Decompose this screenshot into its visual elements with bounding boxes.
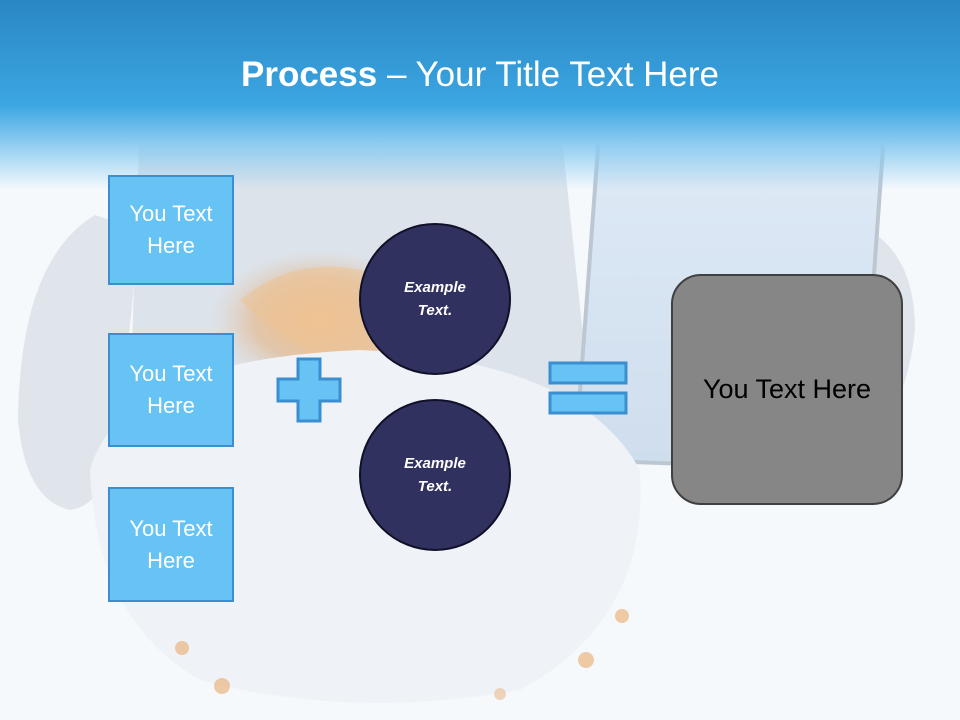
title-rest: – Your Title Text Here bbox=[377, 55, 719, 94]
title-bold: Process bbox=[241, 55, 378, 94]
title-bar bbox=[0, 0, 960, 190]
slide-title: Process – Your Title Text Here bbox=[0, 52, 960, 98]
example-circle-1[interactable]: Example Text. bbox=[359, 223, 511, 375]
input-box-3[interactable]: You Text Here bbox=[108, 487, 234, 602]
plus-icon bbox=[276, 357, 342, 423]
example-circle-2[interactable]: Example Text. bbox=[359, 399, 511, 551]
example-circle-1-label: Example Text. bbox=[404, 279, 466, 319]
result-box[interactable]: You Text Here bbox=[671, 274, 903, 505]
input-box-2-label: You Text Here bbox=[129, 361, 213, 418]
input-box-2[interactable]: You Text Here bbox=[108, 333, 234, 447]
input-box-1-label: You Text Here bbox=[129, 201, 213, 258]
result-box-label: You Text Here bbox=[702, 374, 872, 404]
equals-icon bbox=[548, 361, 628, 415]
input-box-1[interactable]: You Text Here bbox=[108, 175, 234, 285]
example-circle-2-label: Example Text. bbox=[404, 455, 466, 495]
input-box-3-label: You Text Here bbox=[129, 515, 213, 573]
